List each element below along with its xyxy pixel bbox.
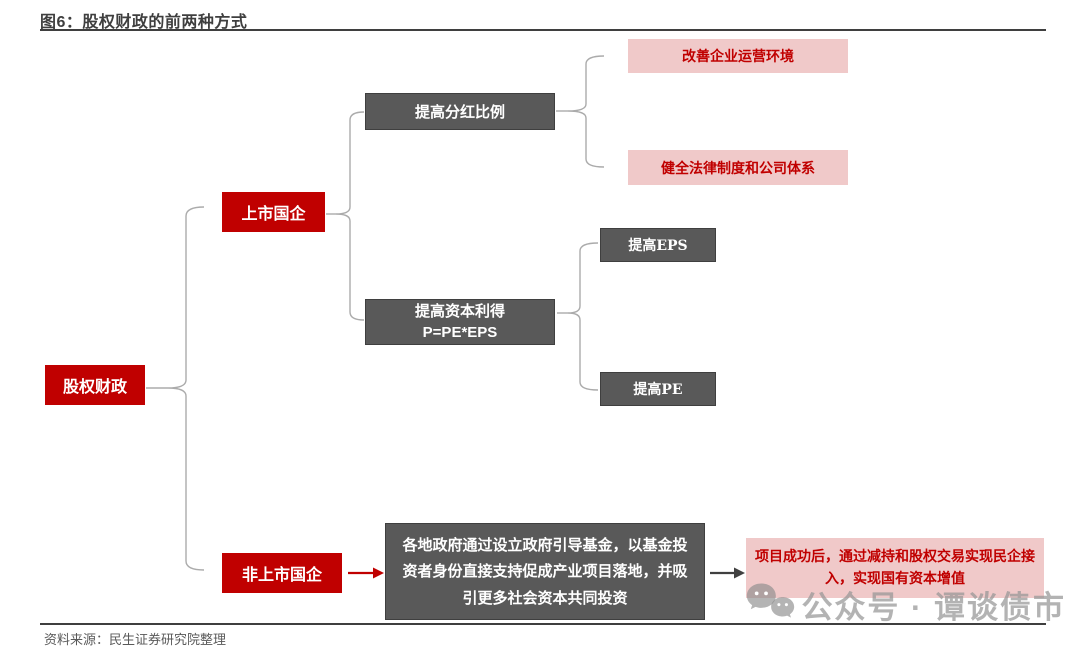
brace-dividend-to-outcomes xyxy=(556,55,605,168)
capital-gain-line2: P=PE*EPS xyxy=(422,324,498,341)
node-equity-finance: 股权财政 xyxy=(45,365,145,405)
arrow-fund-to-exit xyxy=(710,567,745,579)
brace-capgain-to-drivers xyxy=(557,242,599,391)
source-note: 资料来源：民生证券研究院整理 xyxy=(44,632,227,647)
node-unlisted-soe: 非上市国企 xyxy=(222,553,342,593)
node-listed-soe: 上市国企 xyxy=(222,192,325,232)
figure-title: 图6：股权财政的前两种方式 xyxy=(40,14,248,31)
node-raise-dividend-ratio: 提高分红比例 xyxy=(365,93,555,130)
node-government-guide-fund: 各地政府通过设立政府引导基金，以基金投资者身份直接支持促成产业项目落地，并吸引更… xyxy=(385,523,705,620)
node-raise-capital-gain: 提高资本利得 P=PE*EPS xyxy=(365,299,555,345)
brace-listed-to-methods xyxy=(326,111,365,321)
brace-root-to-soe xyxy=(146,206,205,571)
node-raise-eps: 提高EPS xyxy=(600,228,716,262)
node-improve-environment: 改善企业运营环境 xyxy=(628,39,848,73)
title-divider xyxy=(40,29,1046,31)
capital-gain-line1: 提高资本利得 xyxy=(414,302,505,320)
node-legal-system: 健全法律制度和公司体系 xyxy=(628,150,848,185)
node-raise-pe: 提高PE xyxy=(600,372,716,406)
bottom-divider xyxy=(40,623,1046,625)
arrow-unlisted-to-fund xyxy=(348,567,384,579)
node-exit-value-gain: 项目成功后，通过减持和股权交易实现民企接入，实现国有资本增值 xyxy=(746,538,1044,598)
